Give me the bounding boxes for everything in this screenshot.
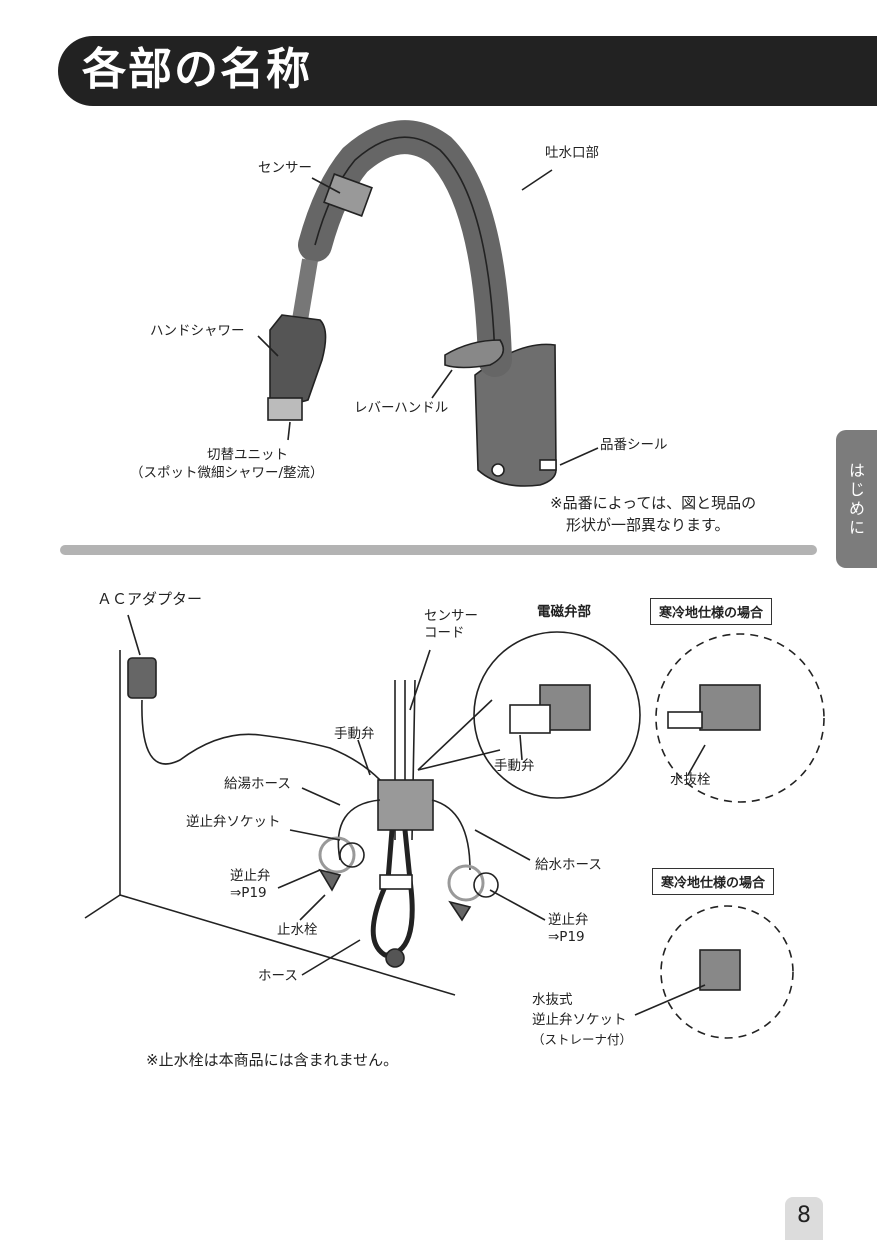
label-ac-adapter: ＡＣアダプター [97, 590, 203, 608]
label-hand-shower: ハンドシャワー [150, 323, 245, 339]
label-lever-handle: レバーハンドル [354, 400, 449, 416]
faucet-note-line2: 形状が一部異なります。 [566, 516, 730, 534]
label-drain-socket-2: 逆止弁ソケット [532, 1012, 627, 1028]
label-manual-valve-2: 手動弁 [494, 758, 535, 774]
label-drain-socket-3: （ストレーナ付） [532, 1032, 633, 1047]
label-sensor: センサー [258, 160, 312, 176]
label-sensor-cord-1: センサー [424, 608, 478, 624]
label-water-hose: 給水ホース [535, 857, 602, 873]
label-sensor-cord-2: コード [424, 625, 465, 641]
label-check-valve-left: 逆止弁 [230, 868, 271, 884]
label-stop-valve: 止水栓 [277, 922, 318, 938]
label-hot-hose: 給湯ホース [224, 776, 291, 792]
label-manual-valve-1: 手動弁 [334, 726, 375, 742]
page-title: 各部の名称 [82, 44, 312, 95]
label-switch-unit-detail: （スポット微細シャワー/整流） [130, 465, 324, 481]
title-bar [58, 36, 877, 106]
label-check-valve-left-ref: ⇒P19 [230, 885, 267, 901]
plumbing-illustration [84, 650, 499, 996]
label-check-valve-right: 逆止弁 [548, 912, 589, 928]
page-number-box [785, 1197, 823, 1240]
label-hose: ホース [258, 968, 298, 984]
solenoid-detail [473, 631, 641, 799]
cold-detail-2 [660, 905, 794, 1039]
label-drain-plug: 水抜栓 [670, 772, 711, 788]
section-tab[interactable] [836, 430, 877, 568]
page-number: 8 [797, 1203, 811, 1228]
section-tab-label: はじめに [846, 462, 865, 538]
label-cold-region-1: 寒冷地仕様の場合 [650, 598, 773, 625]
label-part-number-seal: 品番シール [600, 437, 668, 453]
cold-detail-1 [655, 633, 825, 803]
section-divider [60, 545, 817, 555]
label-check-valve-socket: 逆止弁ソケット [186, 814, 281, 830]
label-switch-unit: 切替ユニット [207, 447, 288, 463]
label-check-valve-right-ref: ⇒P19 [548, 929, 585, 945]
faucet-illustration [267, 120, 557, 487]
label-cold-region-2: 寒冷地仕様の場合 [652, 868, 775, 895]
label-drain-socket-1: 水抜式 [532, 992, 573, 1008]
bottom-note: ※止水栓は本商品には含まれません。 [146, 1051, 399, 1069]
label-spout: 吐水口部 [545, 145, 599, 161]
faucet-note-line1: ※品番によっては、図と現品の [550, 494, 757, 512]
label-solenoid-section: 電磁弁部 [537, 604, 591, 620]
